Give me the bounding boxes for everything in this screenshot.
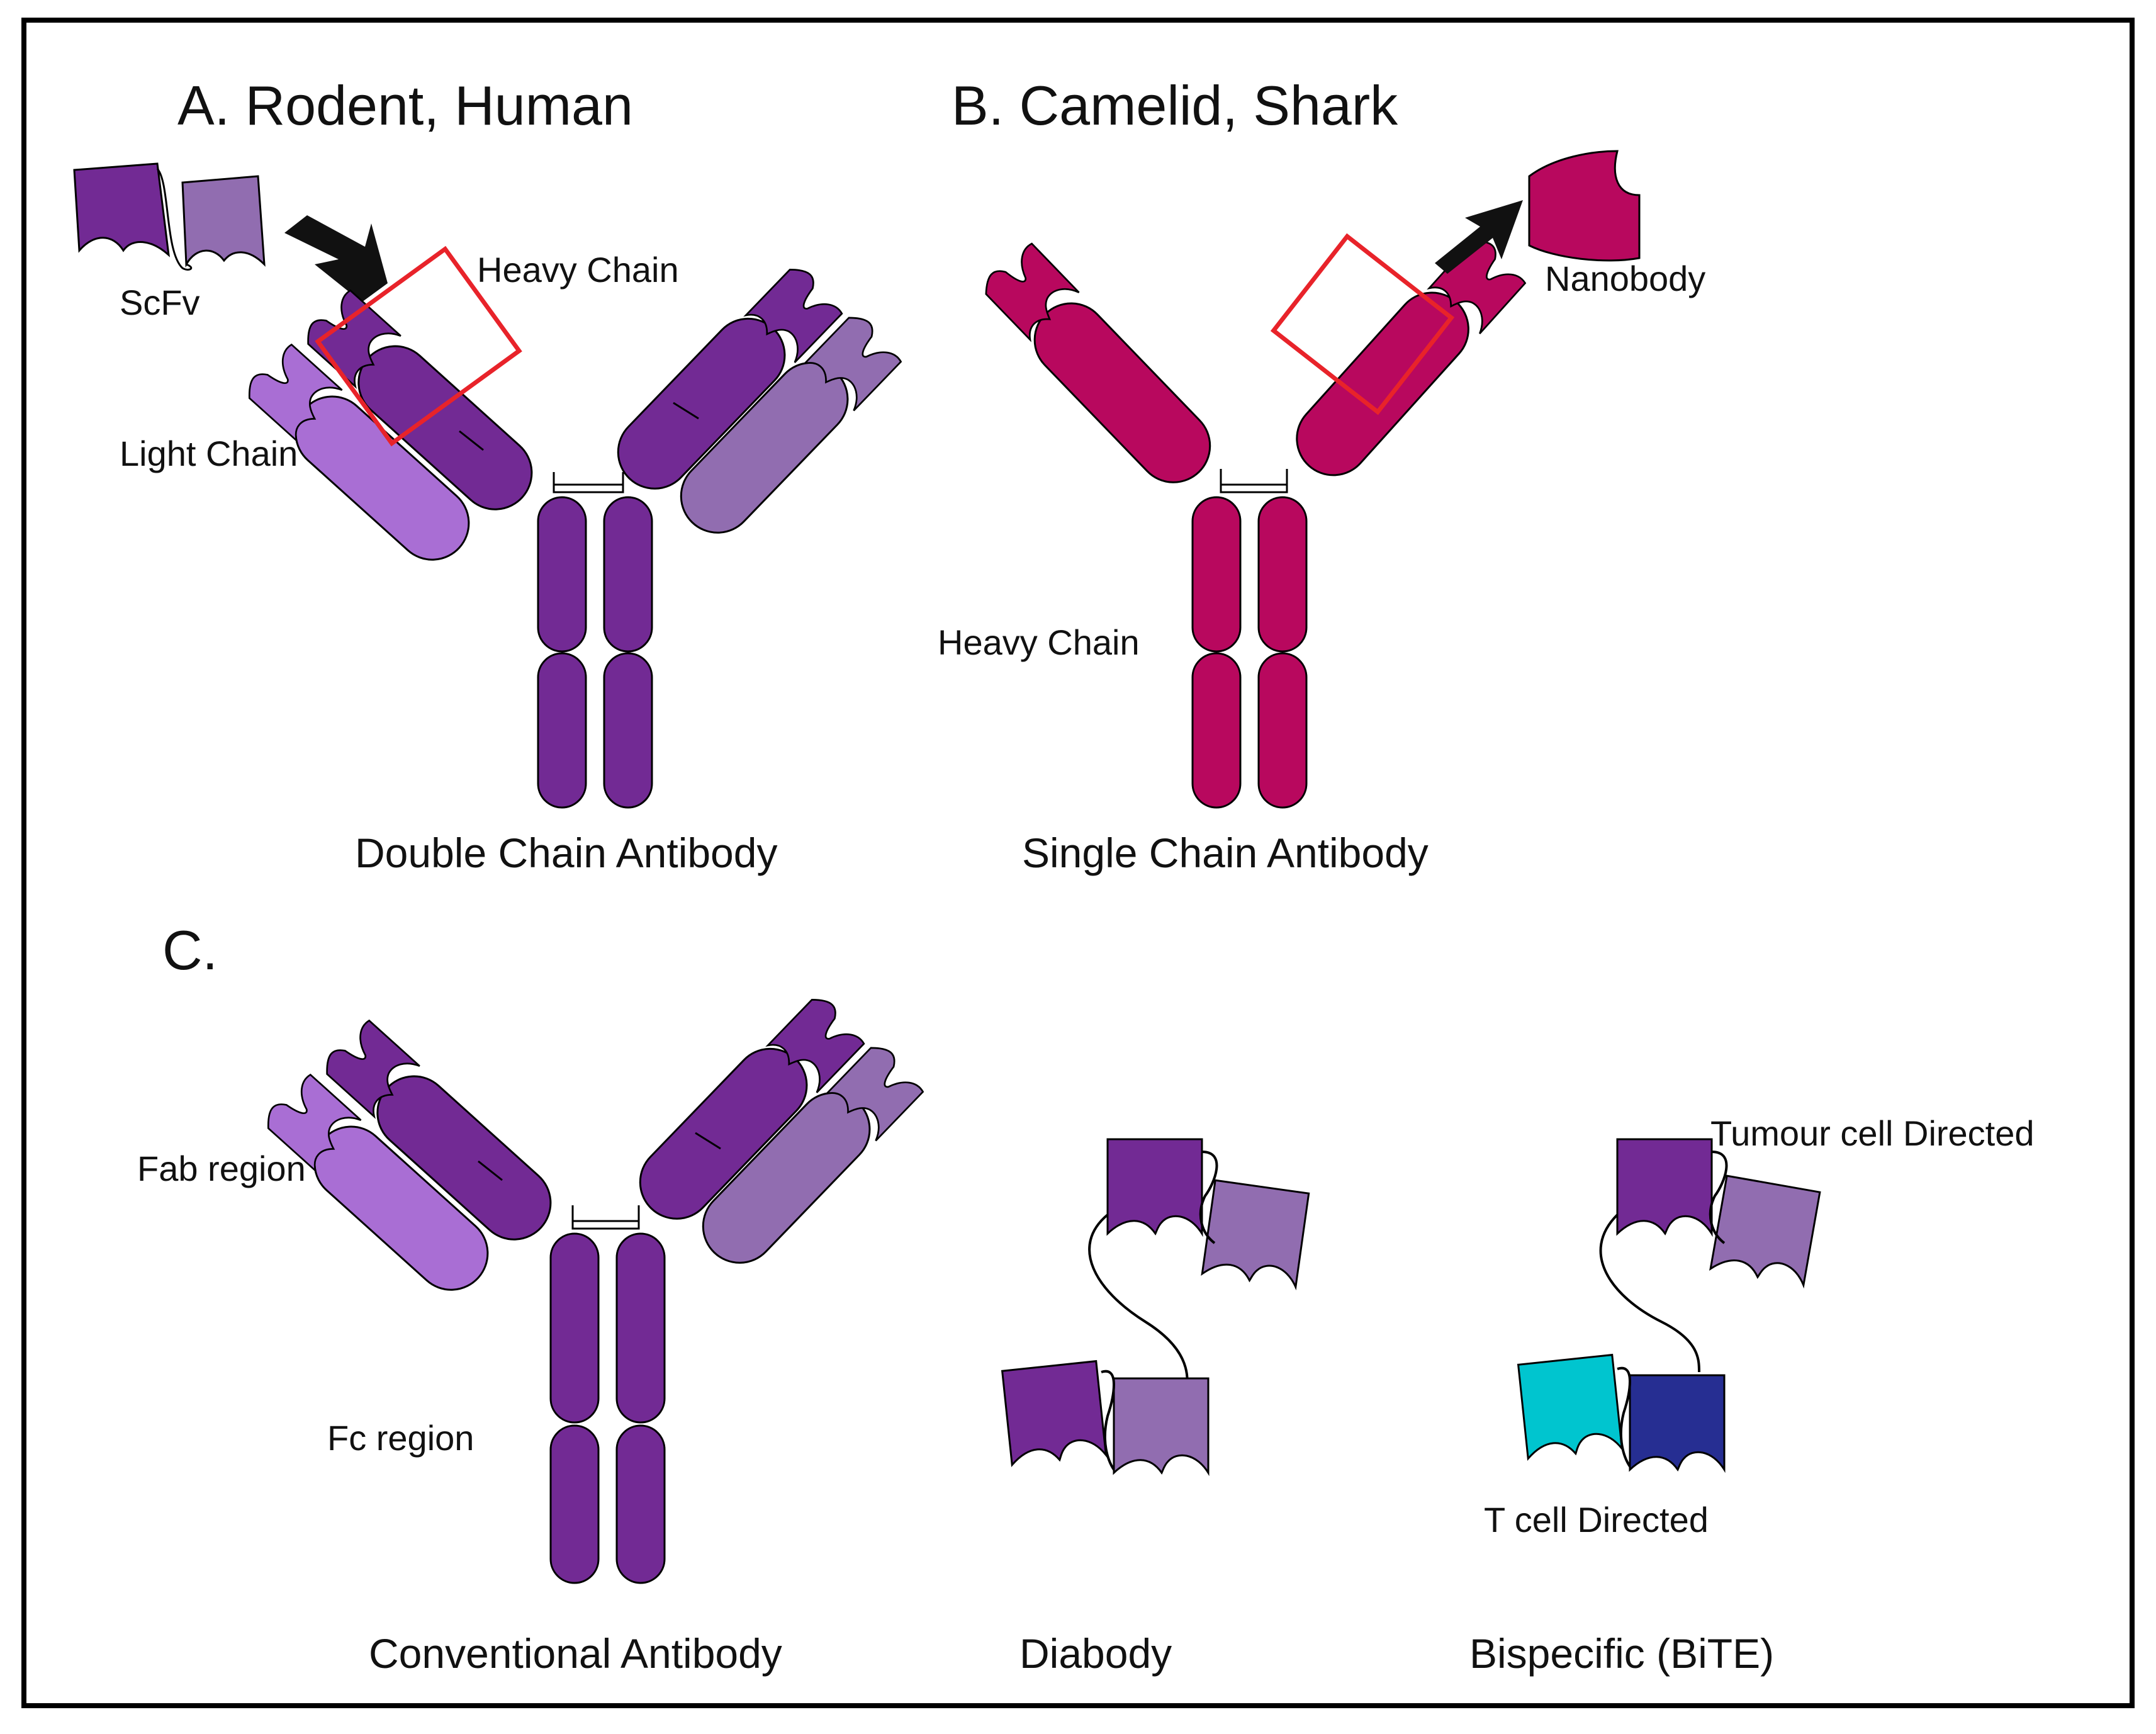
scfv-fragment: ScFv	[73, 162, 266, 322]
nanobody-arrow	[1435, 200, 1523, 274]
double-chain-antibody	[240, 261, 906, 809]
single-chain-antibody	[977, 232, 1530, 809]
t-cell-domain-navy	[1629, 1374, 1726, 1471]
double-chain-caption: Double Chain Antibody	[355, 830, 777, 876]
conventional-caption: Conventional Antibody	[369, 1630, 782, 1677]
figure-frame	[21, 18, 2135, 1708]
diabody-caption: Diabody	[1019, 1630, 1172, 1677]
fab-region-label: Fab region	[137, 1149, 306, 1188]
t-cell-directed-label: T cell Directed	[1484, 1500, 1709, 1540]
bispecific-bite	[1517, 1138, 1821, 1471]
panel-c-heading: C.	[162, 919, 218, 981]
panel-b: B. Camelid, Shark Nanobody Heavy Chain S…	[938, 74, 1705, 876]
panel-b-heading: B. Camelid, Shark	[952, 74, 1398, 137]
bispecific-caption: Bispecific (BiTE)	[1469, 1630, 1774, 1677]
nanobody-label: Nanobody	[1545, 259, 1705, 298]
nanobody-highlight-box	[1270, 233, 1455, 415]
scfv-label: ScFv	[120, 283, 200, 322]
scfv-highlight-box	[315, 245, 522, 447]
panel-a-heading: A. Rodent, Human	[177, 74, 633, 137]
scfv-arrow	[284, 215, 388, 302]
light-chain-label: Light Chain	[120, 434, 298, 473]
single-chain-caption: Single Chain Antibody	[1022, 830, 1429, 876]
fc-region-label: Fc region	[327, 1418, 474, 1458]
heavy-chain-label-a: Heavy Chain	[477, 250, 679, 290]
heavy-chain-label-b: Heavy Chain	[938, 622, 1140, 662]
panel-a: A. Rodent, Human ScFv	[73, 74, 906, 876]
nanobody-domain	[1528, 150, 1641, 262]
diabody	[1001, 1138, 1310, 1474]
panel-c: C.	[137, 919, 2035, 1677]
tumour-directed-label: Tumour cell Directed	[1710, 1113, 2035, 1153]
t-cell-domain-cyan	[1517, 1354, 1623, 1460]
conventional-antibody	[259, 991, 928, 1584]
